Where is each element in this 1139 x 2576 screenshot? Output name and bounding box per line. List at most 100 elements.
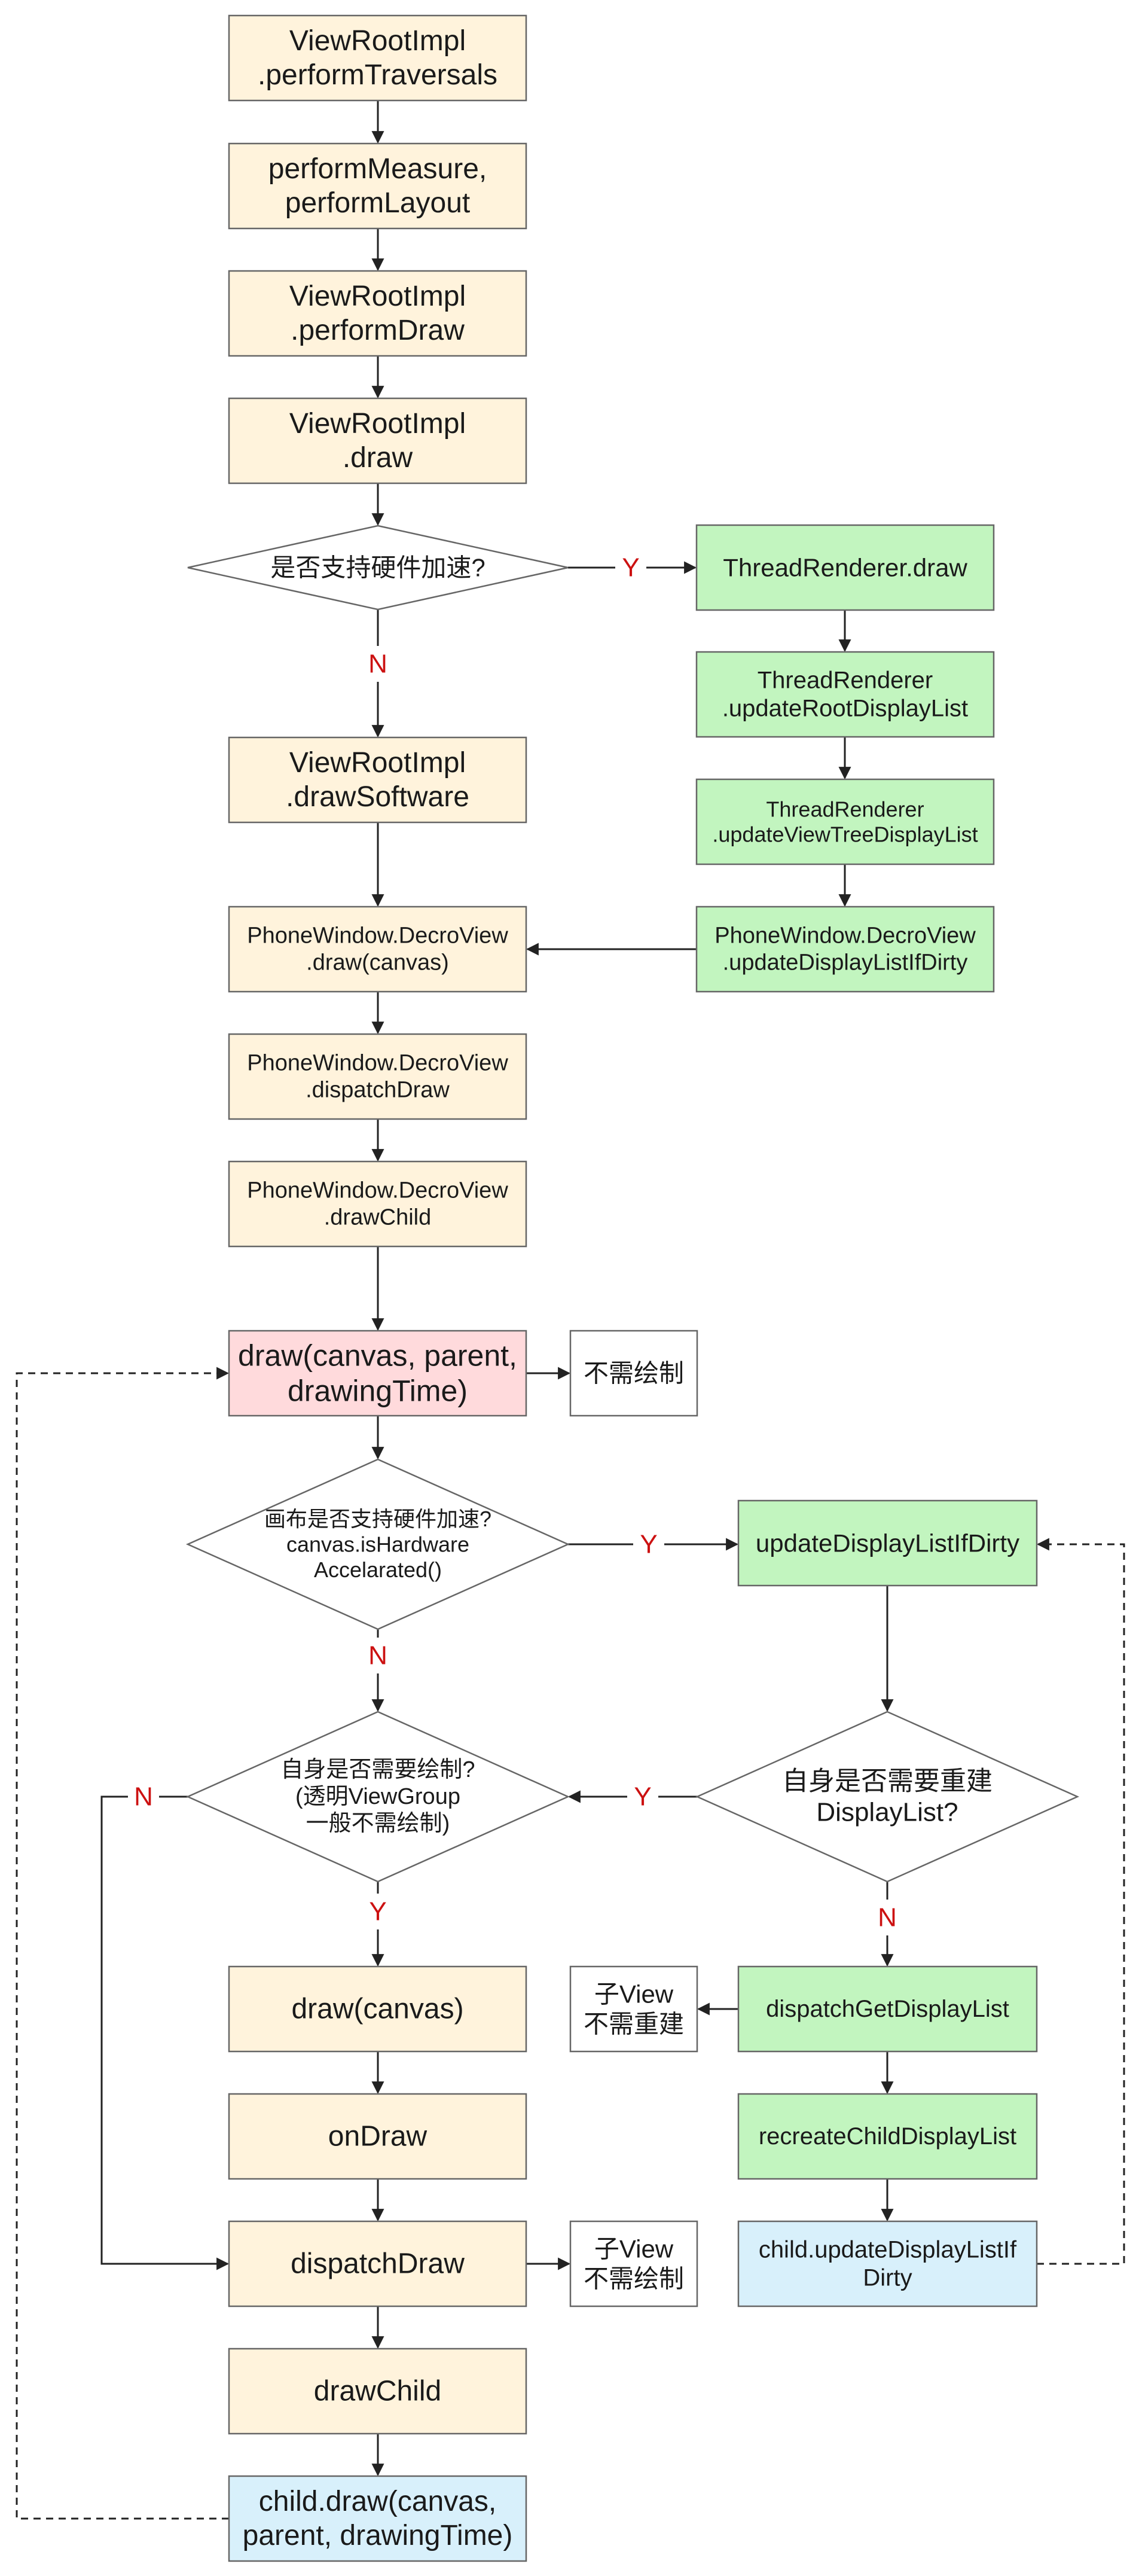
node-label-line: .drawSoftware <box>286 781 469 813</box>
edge-label-e18: N <box>368 1641 387 1670</box>
node-label-line: .draw(canvas) <box>306 950 449 975</box>
node-label-line: draw(canvas, parent, <box>238 1339 517 1373</box>
node-label-line: .performDraw <box>291 315 465 346</box>
node-label-line: 自身是否需要重建 <box>782 1767 993 1796</box>
node-box <box>228 397 527 484</box>
node-label-line: .updateRootDisplayList <box>722 696 968 722</box>
node-h3: ThreadRenderer.updateViewTreeDisplayList <box>695 778 995 865</box>
node-box <box>228 1033 527 1120</box>
node-n7: PhoneWindow.DecroView.dispatchDraw <box>228 1033 527 1120</box>
node-label-line: .updateDisplayListIfDirty <box>723 950 968 975</box>
node-n5: ViewRootImpl.drawSoftware <box>228 736 527 824</box>
edge-label-e22: Y <box>369 1897 386 1926</box>
node-label-line: ThreadRenderer <box>758 667 933 693</box>
node-label-line: .performTraversals <box>258 59 497 91</box>
edge-label-background <box>362 1894 393 1929</box>
node-n13: drawChild <box>228 2348 527 2435</box>
edge-label-background <box>615 550 646 586</box>
node-box <box>569 1965 698 2053</box>
decision-diamond <box>695 1711 1080 1883</box>
node-label-line: canvas.isHardware <box>286 1532 469 1557</box>
node-label-line: 不需重建 <box>584 2010 684 2038</box>
node-label-line: child.draw(canvas, <box>259 2486 497 2517</box>
node-h5: updateDisplayListIfDirty <box>737 1499 1038 1587</box>
node-box <box>228 14 527 102</box>
node-box <box>569 2220 698 2307</box>
node-d2: 画布是否支持硬件加速?canvas.isHardwareAccelarated(… <box>185 1458 570 1630</box>
node-label-line: 自身是否需要绘制? <box>280 1757 475 1782</box>
node-label-line: draw(canvas) <box>291 1993 463 2025</box>
node-box <box>228 2093 527 2180</box>
node-label-line: 不需绘制 <box>584 1359 684 1388</box>
edge-label-background <box>128 1779 159 1815</box>
node-label-line: drawChild <box>314 2376 441 2407</box>
edge-label-background <box>362 1638 393 1673</box>
node-label-line: Accelarated() <box>314 1557 442 1582</box>
edge-label-e5: Y <box>622 553 639 583</box>
node-box <box>228 2475 527 2562</box>
node-box <box>228 736 527 824</box>
node-label-line: child.updateDisplayListIf <box>759 2236 1017 2263</box>
edge-label-e23: N <box>134 1782 153 1812</box>
node-box <box>228 1330 527 1417</box>
node-box <box>737 1499 1038 1587</box>
edge-label-background <box>627 1779 658 1815</box>
node-h6: dispatchGetDisplayList <box>737 1965 1038 2053</box>
node-box <box>737 1965 1038 2053</box>
node-box <box>737 2220 1038 2307</box>
node-box <box>695 524 995 611</box>
decision-diamond <box>185 1458 570 1630</box>
node-box <box>695 906 995 993</box>
node-box <box>569 1330 698 1417</box>
node-label-line: 子View <box>594 2235 674 2263</box>
node-n10: draw(canvas) <box>228 1965 527 2053</box>
edge-label-e6: N <box>368 650 387 679</box>
node-label-line: DisplayList? <box>816 1797 958 1827</box>
node-box <box>228 270 527 357</box>
node-box <box>695 778 995 865</box>
node-c1: child.updateDisplayListIfDirty <box>737 2220 1038 2307</box>
node-label-line: 一般不需绘制) <box>306 1811 450 1836</box>
node-n12: dispatchDraw <box>228 2220 527 2307</box>
edge-label-e21: N <box>878 1903 897 1932</box>
node-label-line: updateDisplayListIfDirty <box>756 1529 1019 1557</box>
edge-label-background <box>633 1526 664 1562</box>
node-w1: 不需绘制 <box>569 1330 698 1417</box>
node-label-line: parent, drawingTime) <box>243 2520 513 2551</box>
node-label-line: ViewRootImpl <box>289 25 466 57</box>
node-h7: recreateChildDisplayList <box>737 2093 1038 2180</box>
node-label-line: PhoneWindow.DecroView <box>247 1051 508 1076</box>
node-box <box>228 1160 527 1248</box>
node-label-line: performLayout <box>285 187 471 219</box>
node-label-line: 不需绘制 <box>584 2264 684 2293</box>
node-box <box>695 651 995 738</box>
node-label-line: ThreadRenderer.draw <box>723 554 967 582</box>
node-label-line: .draw <box>343 442 413 474</box>
node-label-line: PhoneWindow.DecroView <box>247 1178 508 1203</box>
node-n4: ViewRootImpl.draw <box>228 397 527 484</box>
node-n8: PhoneWindow.DecroView.drawChild <box>228 1160 527 1248</box>
node-box <box>228 906 527 993</box>
decision-diamond <box>187 525 569 611</box>
node-label-line: 画布是否支持硬件加速? <box>264 1507 491 1531</box>
node-label-line: recreateChildDisplayList <box>759 2123 1016 2150</box>
node-label-line: performMeasure, <box>268 153 487 185</box>
node-n9: draw(canvas, parent,drawingTime) <box>228 1330 527 1417</box>
nodes-layer: ViewRootImpl.performTraversals performMea… <box>185 14 1080 2562</box>
node-box <box>228 2220 527 2307</box>
node-d1: 是否支持硬件加速? <box>187 525 569 611</box>
node-label-line: onDraw <box>328 2121 427 2153</box>
node-c2: child.draw(canvas,parent, drawingTime) <box>228 2475 527 2562</box>
node-h1: ThreadRenderer.draw <box>695 524 995 611</box>
node-label-line: .drawChild <box>324 1205 432 1230</box>
edge-c1-to-h5 <box>1036 1538 1125 2265</box>
node-label-line: PhoneWindow.DecroView <box>714 923 976 949</box>
node-n6: PhoneWindow.DecroView.draw(canvas) <box>228 906 527 993</box>
node-n11: onDraw <box>228 2093 527 2180</box>
node-label-line: 子View <box>594 1980 674 2008</box>
node-label-line: (透明ViewGroup <box>295 1784 460 1809</box>
edge-label-background <box>362 646 393 682</box>
